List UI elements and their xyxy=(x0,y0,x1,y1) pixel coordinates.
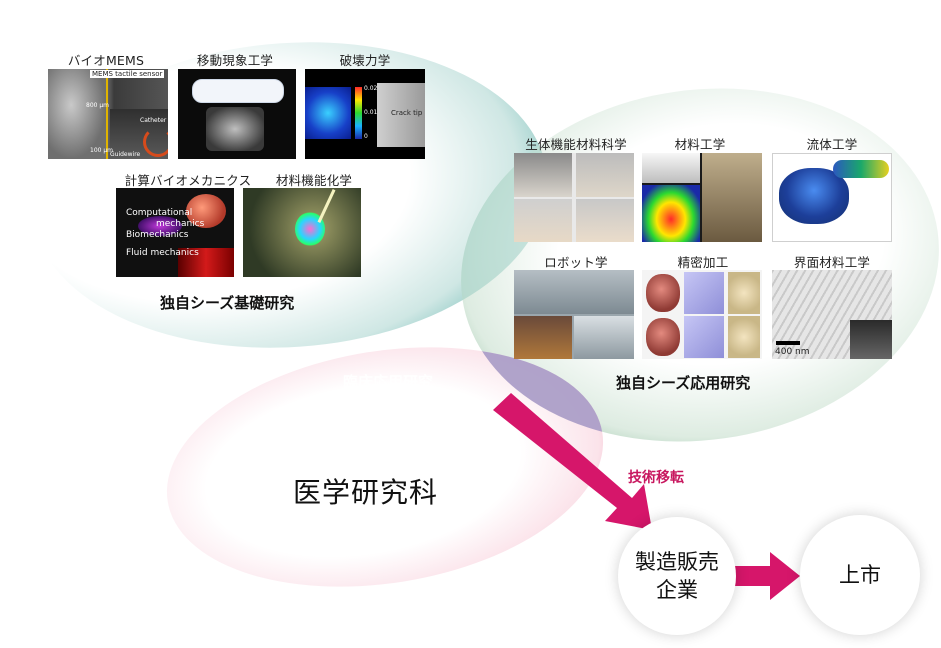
text-mems-sensor: MEMS tactile sensor xyxy=(90,70,165,78)
photo-comp-biomech: Computational mechanics Biomechanics Flu… xyxy=(116,188,234,277)
photo-fluid-eng xyxy=(772,153,892,242)
text-guidewire: Guidewire xyxy=(110,151,141,158)
company-line1: 製造販売 xyxy=(635,549,719,574)
text-scale-400nm: 400 nm xyxy=(775,347,810,357)
photo-precision xyxy=(642,270,762,359)
photo-bio-mems: MEMS tactile sensor 800 μm 100 μm Cathet… xyxy=(48,69,168,159)
label-transport: 移動現象工学 xyxy=(196,53,274,68)
text-computational: Computational xyxy=(126,208,193,218)
text-mems-100: 100 μm xyxy=(90,147,114,154)
label-material-function: 材料機能化学 xyxy=(275,173,353,188)
photo-material-function xyxy=(243,188,361,277)
label-precision: 精密加工 xyxy=(677,255,729,270)
text-mems-800: 800 μm xyxy=(86,102,110,109)
label-interface: 界面材料工学 xyxy=(793,255,871,270)
label-tech-transfer: 技術移転 xyxy=(628,470,684,486)
company-line2: 企業 xyxy=(656,578,698,602)
label-material-eng: 材料工学 xyxy=(674,137,726,152)
label-clinical-research: 臨床応用研究 xyxy=(343,373,434,391)
text-fluid-mechanics: Fluid mechanics xyxy=(126,248,199,258)
label-bio-mems: バイオMEMS xyxy=(67,53,145,68)
text-crack-tip: Crack tip xyxy=(391,109,423,117)
label-comp-biomech: 計算バイオメカニクス xyxy=(124,173,252,188)
text-mechanics: mechanics xyxy=(156,219,205,229)
text-tick-001: 0.01 xyxy=(364,109,378,116)
label-bio-material: 生体機能材料科学 xyxy=(525,137,627,152)
label-applied-research: 独自シーズ応用研究 xyxy=(616,374,751,392)
photo-transport xyxy=(178,69,296,159)
company-circle: 製造販売 企業 xyxy=(618,517,736,635)
text-tick-0: 0 xyxy=(364,133,368,140)
label-fluid-eng: 流体工学 xyxy=(806,137,858,152)
photo-bio-material xyxy=(514,153,634,242)
photo-fracture: 0.02 0.01 0 Crack tip xyxy=(305,69,425,159)
market-arrow xyxy=(735,552,800,600)
text-tick-002: 0.02 xyxy=(364,85,378,92)
text-biomechanics: Biomechanics xyxy=(126,230,189,240)
label-robotics: ロボット学 xyxy=(544,255,608,270)
label-basic-research: 独自シーズ基礎研究 xyxy=(160,294,295,312)
market-label: 上市 xyxy=(839,562,881,587)
label-medical-school: 医学研究科 xyxy=(293,476,439,509)
photo-robotics xyxy=(514,270,634,359)
text-catheter: Catheter xyxy=(140,117,167,124)
tech-transfer-arrow xyxy=(493,393,652,530)
medical-school-ellipse xyxy=(166,347,604,587)
photo-interface: 400 nm xyxy=(772,270,892,359)
label-fracture: 破壊力学 xyxy=(339,53,391,68)
photo-material-eng xyxy=(642,153,762,242)
market-circle: 上市 xyxy=(800,515,920,635)
